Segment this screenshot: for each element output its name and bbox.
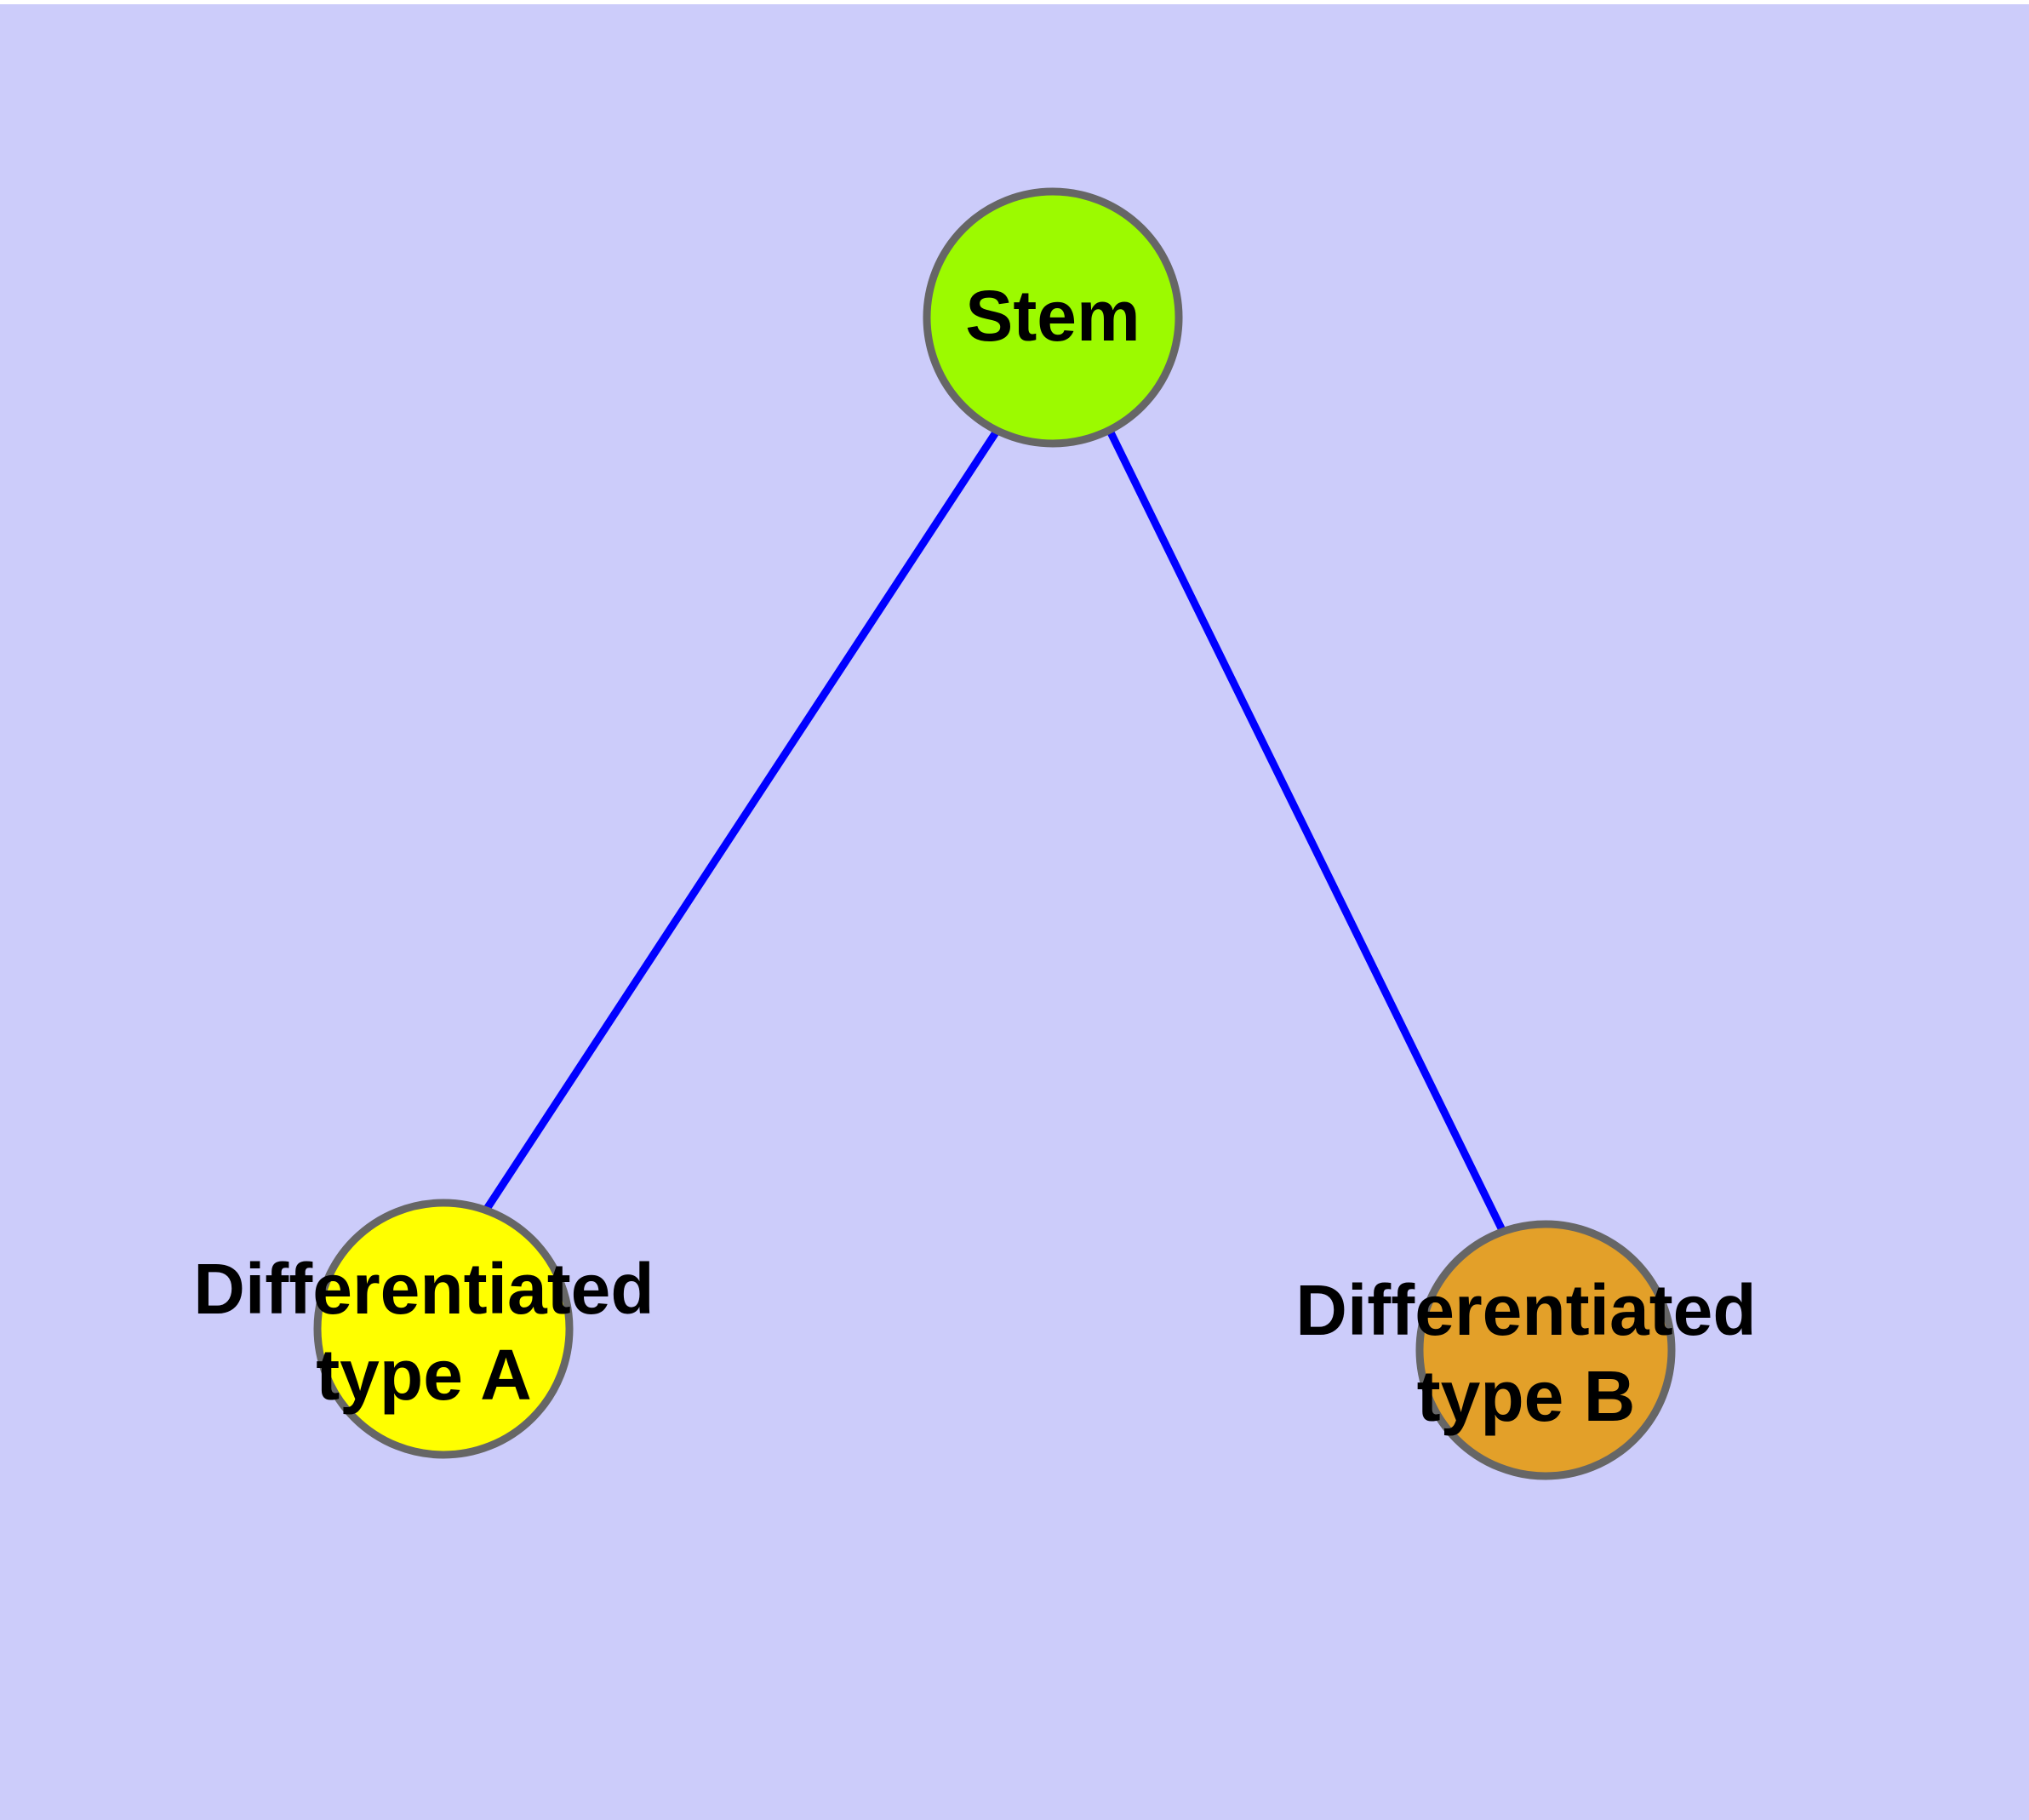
edge-layer xyxy=(483,430,1506,1232)
node-stem[interactable]: Stem xyxy=(923,187,1183,448)
node-differentiated-type-b-label-line2: type B xyxy=(1417,1356,1636,1436)
node-layer: Stem Differentiated type A Differentiate… xyxy=(193,187,1757,1480)
edge-stem-to-differentiated-type-a[interactable] xyxy=(483,430,999,1211)
node-differentiated-type-b-circle[interactable] xyxy=(1415,1220,1676,1480)
node-differentiated-type-a-circle[interactable] xyxy=(313,1199,574,1459)
node-differentiated-type-b-label-line1: Differentiated xyxy=(1295,1270,1756,1350)
node-stem-label: Stem xyxy=(965,276,1140,356)
node-differentiated-type-a[interactable]: Differentiated type A xyxy=(193,1199,654,1459)
node-stem-circle[interactable] xyxy=(923,187,1183,448)
node-differentiated-type-b[interactable]: Differentiated type B xyxy=(1295,1220,1757,1480)
node-differentiated-type-a-label-line2: type A xyxy=(316,1335,532,1415)
edge-stem-to-differentiated-type-b[interactable] xyxy=(1106,431,1506,1232)
node-differentiated-type-a-label-line1: Differentiated xyxy=(193,1249,654,1329)
